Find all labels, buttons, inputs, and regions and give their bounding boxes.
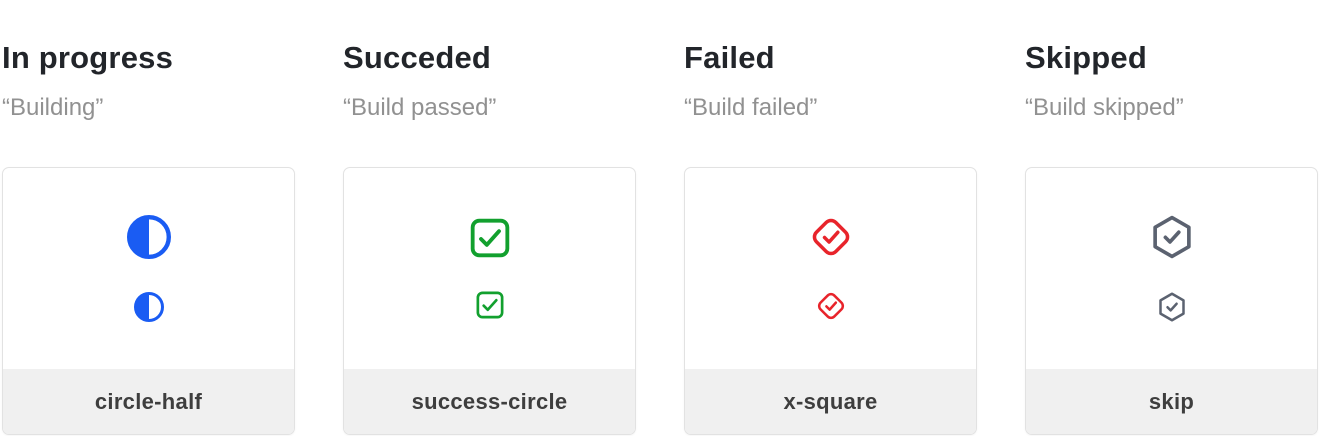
icon-label: skip <box>1148 388 1195 414</box>
column-subtitle: “Building” <box>2 94 104 121</box>
status-column-skipped: Skipped “Build skipped” <box>1025 40 1318 435</box>
column-title: In progress <box>2 40 174 75</box>
icon-label: circle-half <box>94 388 203 414</box>
icon-preview-area <box>344 168 635 369</box>
check-hexagon-icon-large <box>1150 215 1194 259</box>
column-subtitle: “Build passed” <box>343 94 497 121</box>
column-subtitle: “Build skipped” <box>1025 94 1184 121</box>
icon-preview-area <box>685 168 976 369</box>
column-subtitle: “Build failed” <box>684 94 818 121</box>
card-footer: skip <box>1026 369 1317 434</box>
column-title: Skipped <box>1025 40 1147 75</box>
status-column-succeded: Succeded “Build passed” <box>343 40 636 435</box>
icon-label: x-square <box>783 388 878 414</box>
circle-half-icon-large <box>126 215 171 259</box>
column-title: Succeded <box>343 40 492 75</box>
icon-label: success-circle <box>411 388 568 414</box>
icon-card: skip <box>1025 167 1318 435</box>
card-footer: x-square <box>685 369 976 434</box>
status-columns: In progress “Building” <box>2 40 1320 435</box>
check-square-icon-large <box>470 218 510 258</box>
icon-preview-area <box>1026 168 1317 369</box>
card-footer: success-circle <box>344 369 635 434</box>
icon-card: success-circle <box>343 167 636 435</box>
card-footer: circle-half <box>3 369 294 434</box>
column-title: Failed <box>684 40 775 75</box>
icon-card: circle-half <box>2 167 295 435</box>
status-column-in-progress: In progress “Building” <box>2 40 295 435</box>
check-diamond-icon-large <box>810 216 852 258</box>
check-diamond-icon-small <box>816 291 846 321</box>
check-square-icon-small <box>476 291 504 319</box>
icon-preview-area <box>3 168 294 369</box>
icon-card: x-square <box>684 167 977 435</box>
circle-half-icon-small <box>133 292 164 322</box>
status-column-failed: Failed “Build failed” <box>684 40 977 435</box>
check-hexagon-icon-small <box>1157 292 1187 322</box>
